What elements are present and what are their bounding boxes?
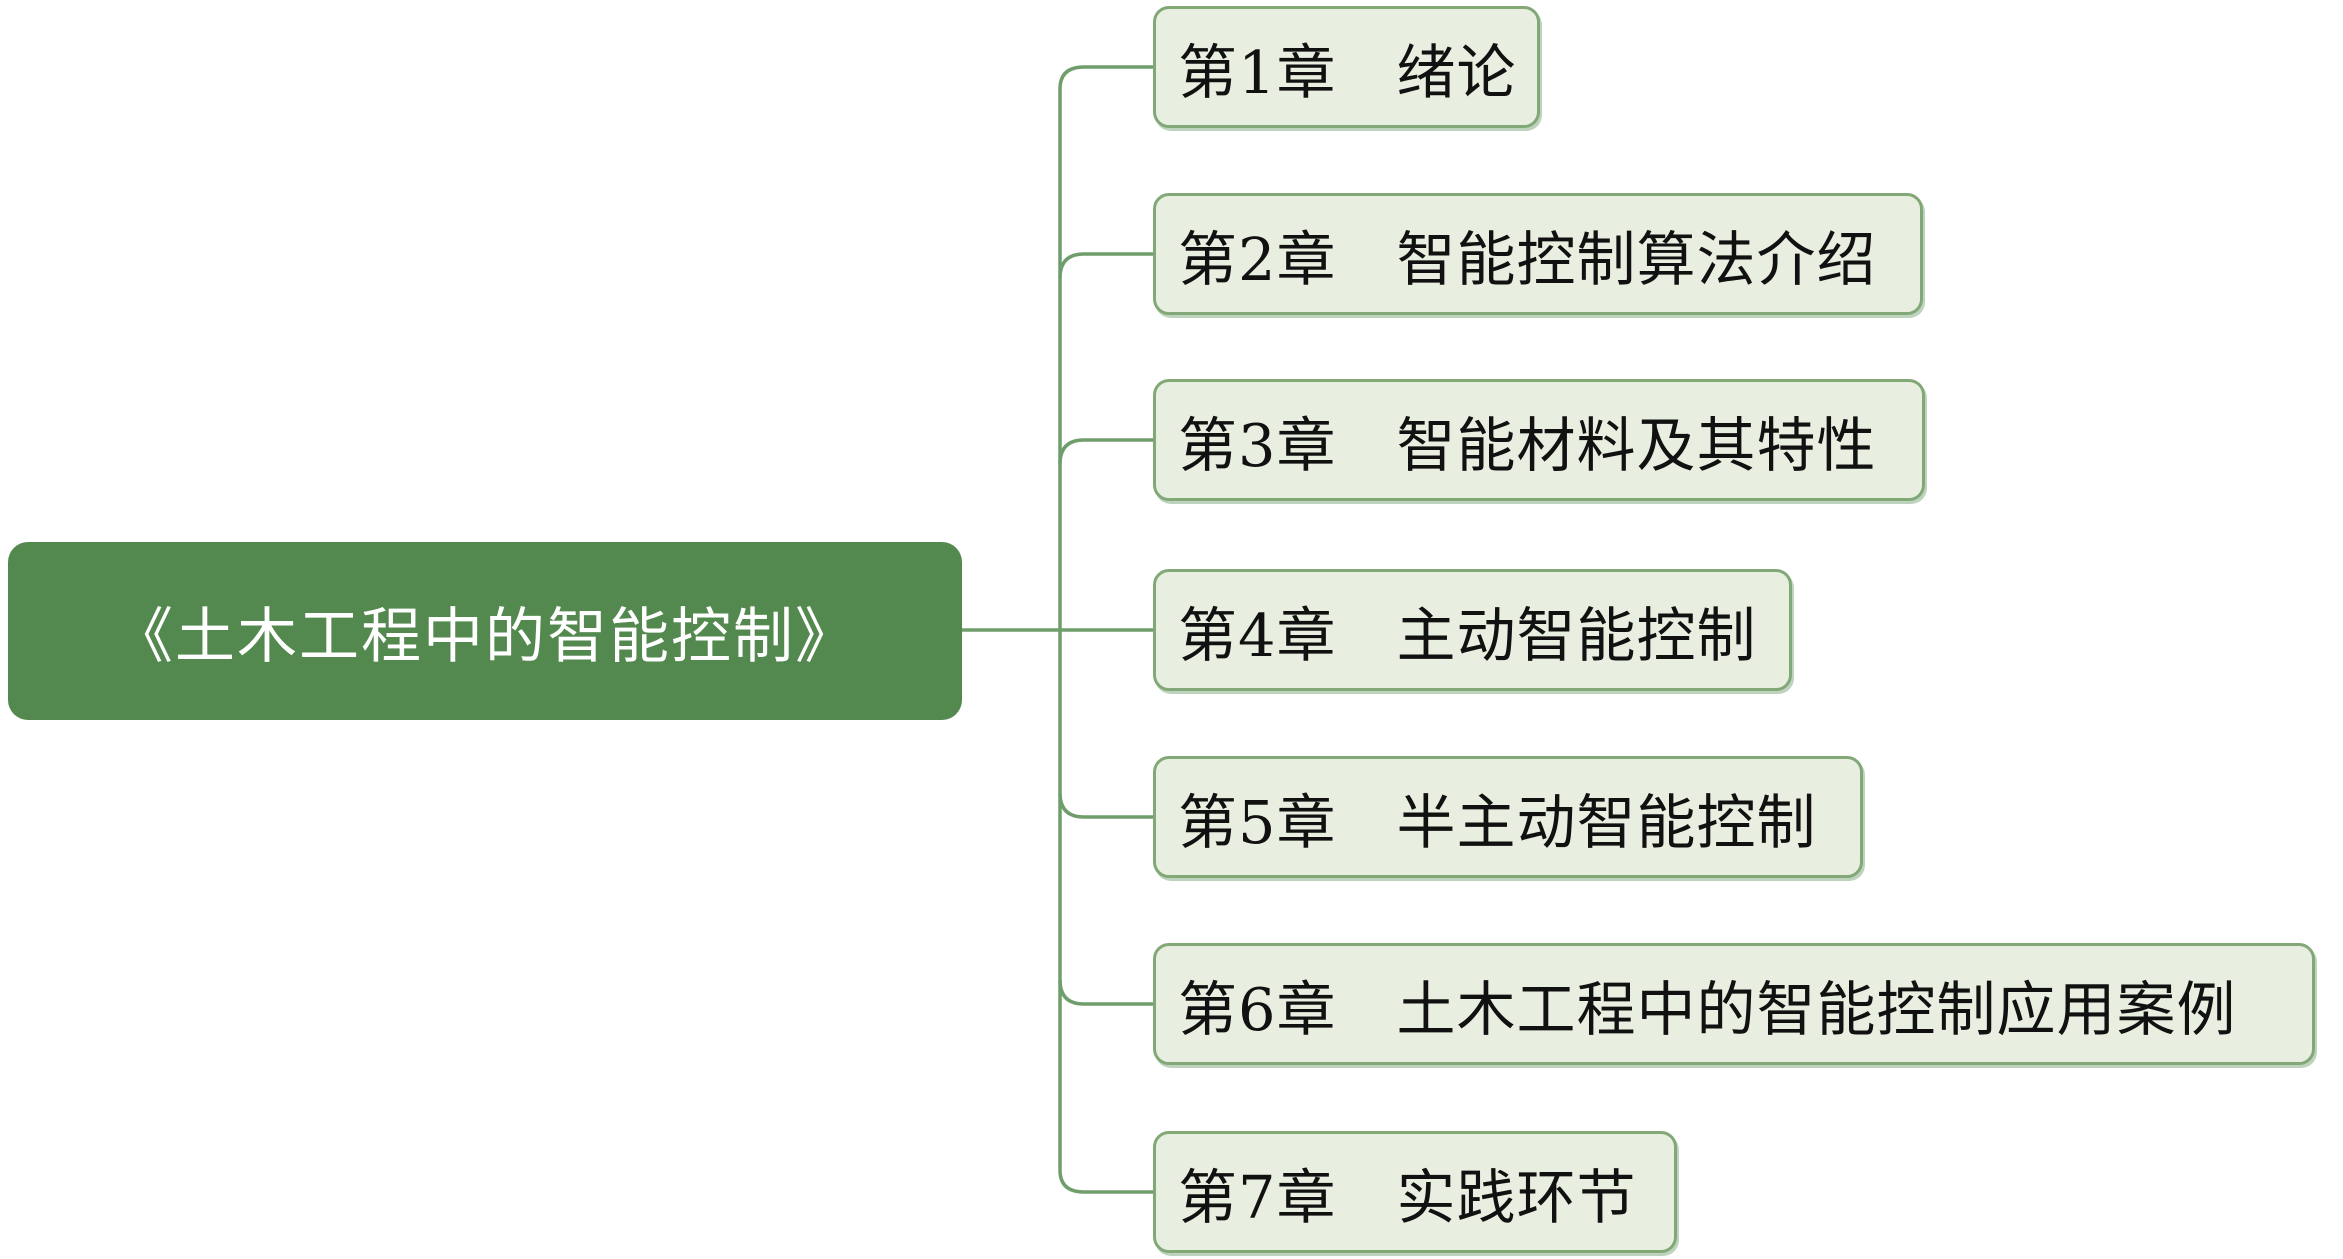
connector-trunk-to-chapter-3 <box>1058 438 1153 465</box>
connector-trunk-to-chapter-5 <box>1058 792 1153 819</box>
chapter-node-3[interactable]: 第3章 智能材料及其特性 <box>1153 379 1925 501</box>
chapter-node-label: 第6章 土木工程中的智能控制应用案例 <box>1178 974 2237 1044</box>
connector-trunk-to-chapter-7 <box>1058 630 1153 1194</box>
root-node-label: 《土木工程中的智能控制》 <box>113 601 857 672</box>
chapter-node-label: 第3章 智能材料及其特性 <box>1178 410 1877 480</box>
root-node[interactable]: 《土木工程中的智能控制》 <box>8 542 962 720</box>
chapter-node-4[interactable]: 第4章 主动智能控制 <box>1153 569 1792 691</box>
chapter-node-2[interactable]: 第2章 智能控制算法介绍 <box>1153 193 1923 315</box>
chapter-node-label: 第2章 智能控制算法介绍 <box>1178 224 1877 294</box>
chapter-node-label: 第1章 绪论 <box>1178 37 1517 107</box>
chapter-node-1[interactable]: 第1章 绪论 <box>1153 6 1540 128</box>
connector-trunk-to-chapter-1 <box>1058 65 1153 630</box>
chapter-node-label: 第4章 主动智能控制 <box>1178 600 1757 670</box>
chapter-node-6[interactable]: 第6章 土木工程中的智能控制应用案例 <box>1153 943 2315 1065</box>
chapter-node-label: 第7章 实践环节 <box>1178 1162 1637 1232</box>
chapter-node-7[interactable]: 第7章 实践环节 <box>1153 1131 1677 1253</box>
chapter-node-5[interactable]: 第5章 半主动智能控制 <box>1153 756 1863 878</box>
connector-trunk-to-chapter-2 <box>1058 252 1153 279</box>
connector-trunk-to-chapter-6 <box>1058 979 1153 1006</box>
chapter-node-label: 第5章 半主动智能控制 <box>1178 787 1817 857</box>
